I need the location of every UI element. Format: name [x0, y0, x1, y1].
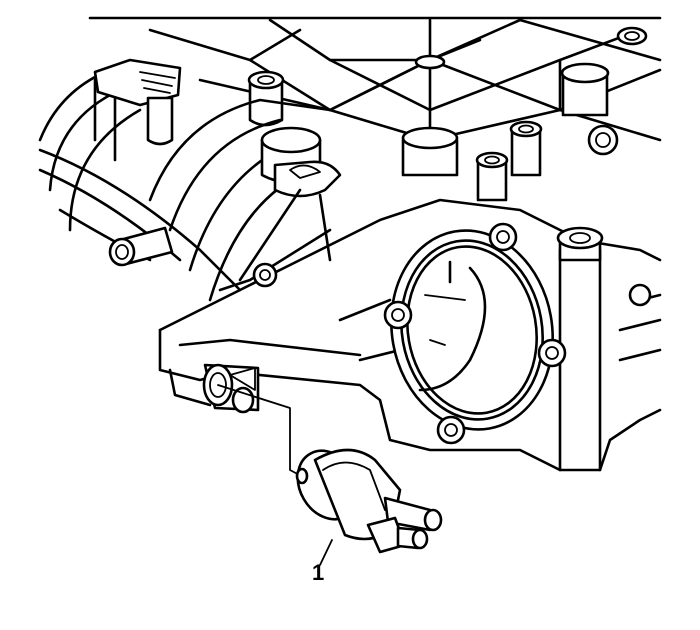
plenum-rib-grid	[88, 16, 662, 142]
sensor-component	[295, 448, 443, 554]
center-sensor-pedestal	[238, 126, 342, 282]
callout-number-1: 1	[312, 560, 325, 585]
throttle-body-bore	[252, 222, 567, 445]
manifold-lower-body	[158, 198, 662, 472]
map-sensor-connector	[93, 58, 182, 146]
callout-leader-1	[319, 539, 333, 566]
manifold-bosses	[247, 62, 619, 202]
left-nipple	[108, 226, 174, 267]
